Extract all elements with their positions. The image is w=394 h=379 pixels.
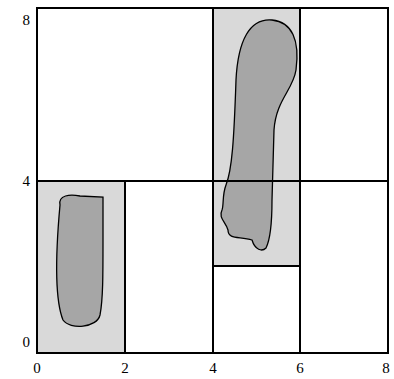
grid-lines — [37, 8, 388, 353]
x-axis-tick: 4 — [209, 361, 217, 376]
x-axis-tick: 2 — [121, 361, 129, 376]
x-axis-tick: 0 — [33, 361, 41, 376]
y-axis-tick: 0 — [23, 335, 31, 350]
region-blob — [221, 20, 297, 250]
x-axis-tick: 8 — [382, 361, 390, 376]
y-axis-tick: 4 — [23, 174, 31, 189]
region-blob — [57, 195, 103, 326]
y-axis-tick: 8 — [23, 13, 31, 28]
shaded-cell — [37, 181, 125, 353]
x-axis-tick: 6 — [296, 361, 304, 376]
